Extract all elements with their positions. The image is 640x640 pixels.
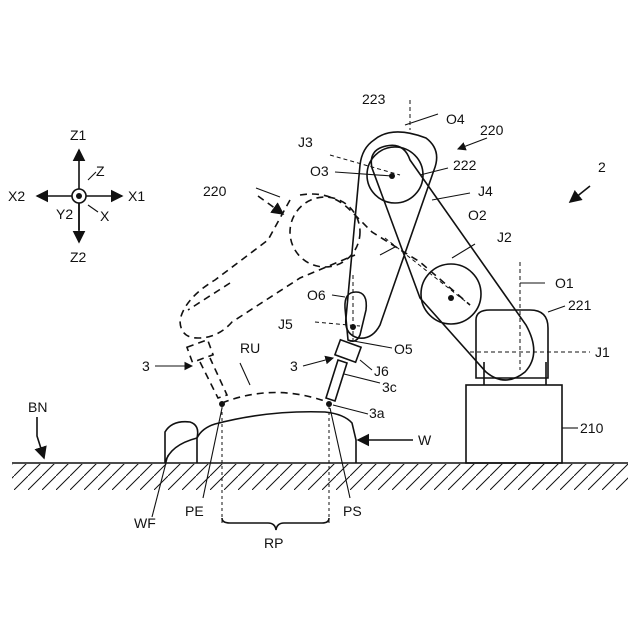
ghost-arm (180, 194, 470, 338)
label-fig-ref: 2 (598, 159, 606, 175)
label-j2: J2 (497, 229, 512, 245)
label-z1: Z1 (70, 127, 87, 143)
label-j4: J4 (478, 183, 493, 199)
robot-base (466, 362, 578, 463)
label-o3: O3 (310, 163, 329, 179)
label-222: 222 (453, 157, 477, 173)
label-bn: BN (28, 399, 47, 415)
label-wf: WF (134, 515, 156, 531)
label-3a: 3a (369, 405, 385, 421)
label-w: W (418, 432, 432, 448)
label-220-ghost: 220 (203, 183, 227, 199)
label-j1: J1 (595, 344, 610, 360)
path-ru (222, 393, 330, 404)
label-o1: O1 (555, 275, 574, 291)
coordinate-system (37, 150, 122, 242)
label-o5: O5 (394, 341, 413, 357)
label-220-top: 220 (480, 122, 504, 138)
label-x1: X1 (128, 188, 145, 204)
upper-arm (330, 100, 437, 338)
label-z: Z (96, 163, 105, 179)
label-o6: O6 (307, 287, 326, 303)
label-tool-ghost: 3 (142, 358, 150, 374)
label-j6: J6 (374, 363, 389, 379)
label-3c: 3c (382, 379, 397, 395)
wrist (315, 275, 366, 345)
label-y2: Y2 (56, 206, 73, 222)
label-ps: PS (343, 503, 362, 519)
label-223: 223 (362, 91, 386, 107)
label-ru: RU (240, 340, 260, 356)
label-j5: J5 (278, 316, 293, 332)
label-221: 221 (568, 297, 592, 313)
rp-brace (222, 518, 329, 530)
tool-ghost (187, 340, 227, 407)
label-o2: O2 (468, 207, 487, 223)
label-z2: Z2 (70, 249, 87, 265)
label-tool: 3 (290, 358, 298, 374)
workpiece (165, 412, 356, 463)
label-pe: PE (185, 503, 204, 519)
label-x: X (100, 208, 110, 224)
floor (12, 463, 628, 490)
tool (326, 340, 361, 407)
label-210: 210 (580, 420, 604, 436)
label-j3: J3 (298, 134, 313, 150)
label-rp: RP (264, 535, 283, 551)
label-o4: O4 (446, 111, 465, 127)
label-x2: X2 (8, 188, 25, 204)
